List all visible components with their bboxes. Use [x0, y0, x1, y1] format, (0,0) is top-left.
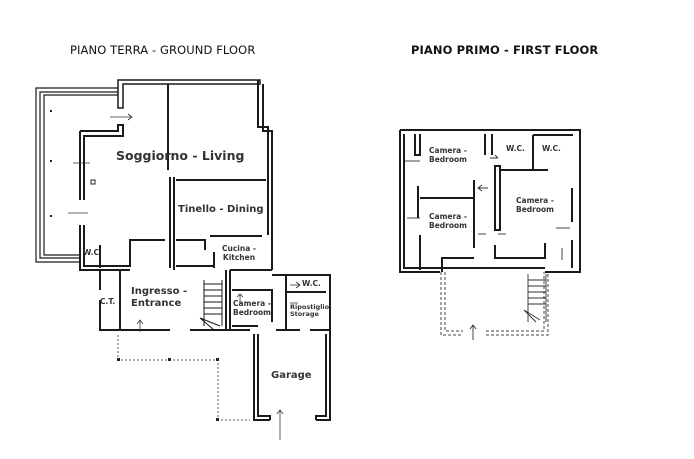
first-floor-balcony	[440, 272, 549, 336]
room-label-dining: Tinello - Dining	[178, 204, 264, 215]
ground-floor-plan	[35, 79, 331, 421]
ground-floor-title: PIANO TERRA - GROUND FLOOR	[70, 43, 256, 57]
room-label-garage: Garage	[271, 370, 312, 381]
room-label-storage: Ripostiglio Storage	[290, 303, 330, 319]
ground-floor-porch	[117, 335, 250, 421]
room-label-bedroom-ground: Camera - Bedroom	[233, 299, 271, 317]
first-floor-title: PIANO PRIMO - FIRST FLOOR	[411, 43, 599, 57]
room-label-wc-ground-2: W.C.	[302, 279, 321, 288]
room-label-entrance: Ingresso - Entrance	[131, 286, 188, 309]
room-label-kitchen: Cucina - Kitchen	[222, 244, 256, 262]
room-label-wc-first-2: W.C.	[542, 144, 561, 153]
room-label-ct: C.T.	[100, 297, 116, 306]
room-label-wc-first-1: W.C.	[506, 144, 525, 153]
room-label-wc: W.C.	[83, 248, 102, 257]
room-label-bedroom-e: Camera - Bedroom	[516, 196, 554, 214]
room-label-bedroom-sw: Camera - Bedroom	[429, 212, 467, 230]
first-floor-plan	[399, 129, 581, 273]
room-label-bedroom-nw: Camera - Bedroom	[429, 146, 467, 164]
room-label-living: Soggiorno - Living	[116, 148, 245, 163]
